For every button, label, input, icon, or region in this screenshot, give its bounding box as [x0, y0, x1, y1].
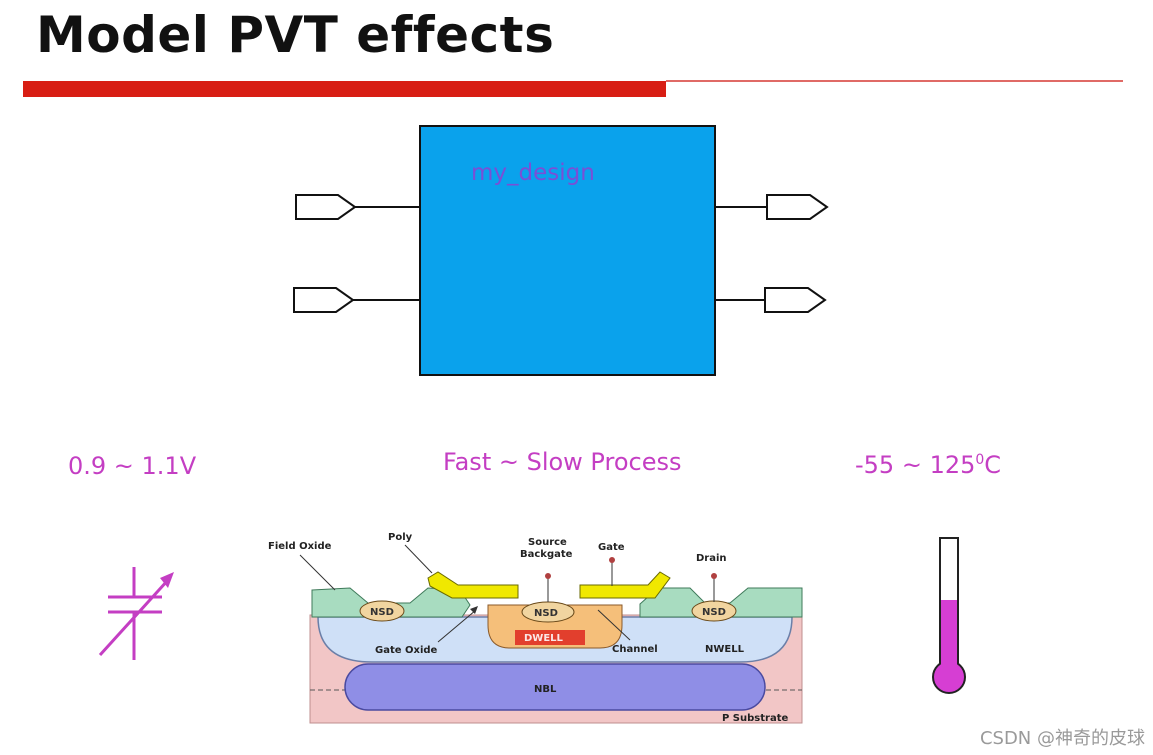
label-poly: Poly: [388, 532, 413, 543]
variable-capacitor-icon: [98, 567, 174, 660]
input-port-2: [293, 287, 420, 313]
temperature-range-value: -55 ~ 125: [855, 451, 976, 479]
label-backgate: Backgate: [520, 549, 573, 560]
output-port-2: [715, 287, 827, 313]
label-nsd-center: NSD: [534, 608, 558, 619]
slide-title: Model PVT effects: [36, 6, 555, 64]
degree-superscript: 0: [975, 452, 985, 468]
title-underline-thin: [666, 80, 1123, 82]
label-gate: Gate: [598, 542, 625, 553]
label-p-substrate: P Substrate: [722, 713, 788, 724]
watermark: CSDN @神奇的皮球: [979, 728, 1145, 749]
temperature-range-label: -55 ~ 1250C: [855, 451, 1001, 479]
label-gate-oxide: Gate Oxide: [375, 645, 438, 656]
output-port-1: [715, 194, 829, 220]
label-drain: Drain: [696, 553, 727, 564]
label-source: Source: [528, 537, 567, 548]
voltage-range-label: 0.9 ~ 1.1V: [68, 452, 197, 480]
title-underline-thick: [23, 81, 666, 97]
label-nbl: NBL: [534, 684, 557, 695]
label-nsd-right: NSD: [702, 607, 726, 618]
label-nwell: NWELL: [705, 644, 745, 655]
thermometer-icon: [932, 537, 966, 694]
label-field-oxide: Field Oxide: [268, 541, 332, 552]
device-cross-section: Field Oxide Poly Source Backgate Gate Dr…: [268, 532, 803, 724]
design-name-label: my_design: [471, 160, 595, 186]
temperature-unit: C: [984, 451, 1002, 479]
process-range-label: Fast ~ Slow Process: [443, 448, 682, 476]
label-channel: Channel: [612, 644, 658, 655]
input-port-1: [295, 194, 420, 220]
design-block: [419, 125, 716, 376]
label-nsd-left: NSD: [370, 607, 394, 618]
label-dwell: DWELL: [524, 633, 564, 644]
